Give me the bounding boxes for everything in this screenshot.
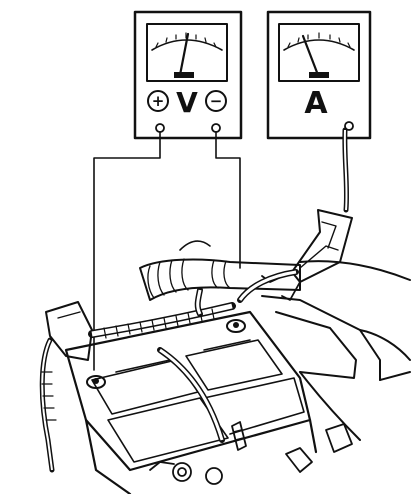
voltmeter-unit-label: V [176,86,198,119]
negative-symbol-text: − [210,92,223,110]
hold-down-bolt [231,421,247,451]
inductive-clamp [261,209,353,301]
intake-hose [139,240,301,301]
negative-lead-wire [215,131,241,269]
wiring-loom [88,287,236,339]
voltmeter-negative-terminal [211,123,221,133]
ammeter-terminal [344,121,354,131]
battery-body [64,310,318,494]
ammeter-needle-pivot [309,72,329,78]
negative-cable [157,269,299,443]
voltmeter-positive-terminal [155,123,165,133]
battery-assembly [39,240,411,494]
voltmeter-scale-ticks [155,32,217,48]
ammeter-needle [301,34,320,77]
positive-symbol: + [147,90,169,112]
voltmeter-needle-pivot [174,72,194,78]
ammeter-scale-ticks [287,32,351,48]
battery-negative-terminal [226,319,246,333]
ammeter-scale-arc [283,39,355,51]
ammeter-housing [266,10,372,140]
positive-lead-wire [93,131,161,371]
voltmeter-leads [93,131,241,371]
positive-cable [39,301,93,473]
voltmeter-needle [178,32,190,77]
voltmeter-housing [133,10,243,140]
battery-positive-terminal [86,375,106,389]
ammeter-dial-window [278,23,360,82]
battery-top-detail [91,339,305,463]
positive-symbol-text: + [152,92,165,110]
ammeter: A [266,10,372,140]
voltmeter: + V − [133,10,243,140]
negative-symbol: − [205,90,227,112]
ammeter-unit-label: A [304,86,328,121]
lower-engine-parts [149,423,353,485]
engine-housing [261,260,411,441]
voltmeter-dial-window [146,23,228,82]
